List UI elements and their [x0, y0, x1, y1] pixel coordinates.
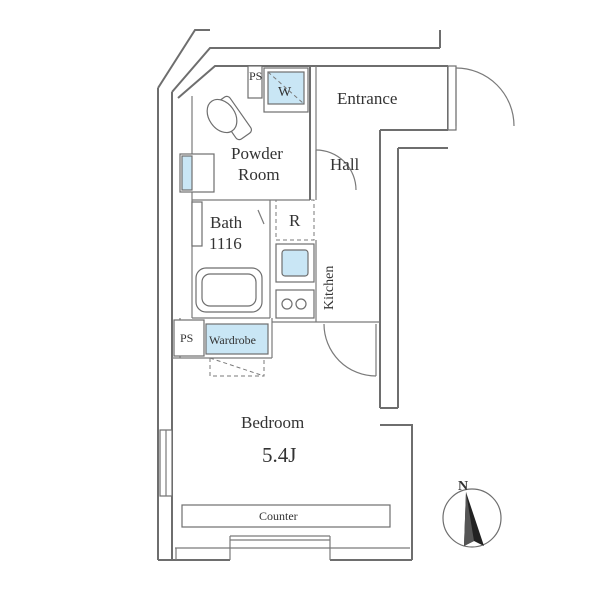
- powder-room-label-2: Room: [238, 165, 280, 184]
- washer-label: W: [278, 85, 292, 100]
- entrance-label: Entrance: [337, 89, 397, 108]
- ps-left: PS: [173, 319, 205, 357]
- bottom-window: [175, 535, 331, 560]
- kitchen-label: Kitchen: [322, 266, 337, 310]
- washer-space: W: [263, 67, 309, 113]
- refrigerator-label: R: [289, 211, 301, 230]
- north-compass-icon: N: [442, 479, 502, 548]
- bedroom-size-label: 5.4J: [262, 443, 296, 467]
- kitchen: R Kitchen: [275, 199, 337, 322]
- counter-label: Counter: [259, 509, 298, 523]
- compass-north-label: N: [458, 479, 468, 494]
- toilet: [206, 95, 253, 141]
- bath-label-1: Bath: [210, 213, 243, 232]
- bath-label-2: 1116: [209, 234, 242, 253]
- wardrobe: Wardrobe: [205, 323, 269, 377]
- bath-fixtures: [191, 201, 265, 313]
- hall-label: Hall: [330, 155, 360, 174]
- wardrobe-label: Wardrobe: [209, 333, 256, 347]
- powder-room-label-1: Powder: [231, 144, 283, 163]
- entrance-door: [447, 65, 515, 131]
- ps-left-label: PS: [180, 331, 193, 345]
- hall-door: [315, 149, 357, 191]
- bedroom-label: Bedroom: [241, 413, 304, 432]
- ps-top: PS: [247, 65, 263, 99]
- exterior-walls: [157, 29, 449, 561]
- ps-top-label: PS: [249, 69, 262, 83]
- counter: Counter: [181, 504, 391, 528]
- left-window: [159, 429, 173, 497]
- washbasin: [179, 153, 215, 193]
- bedroom-door: [323, 323, 377, 377]
